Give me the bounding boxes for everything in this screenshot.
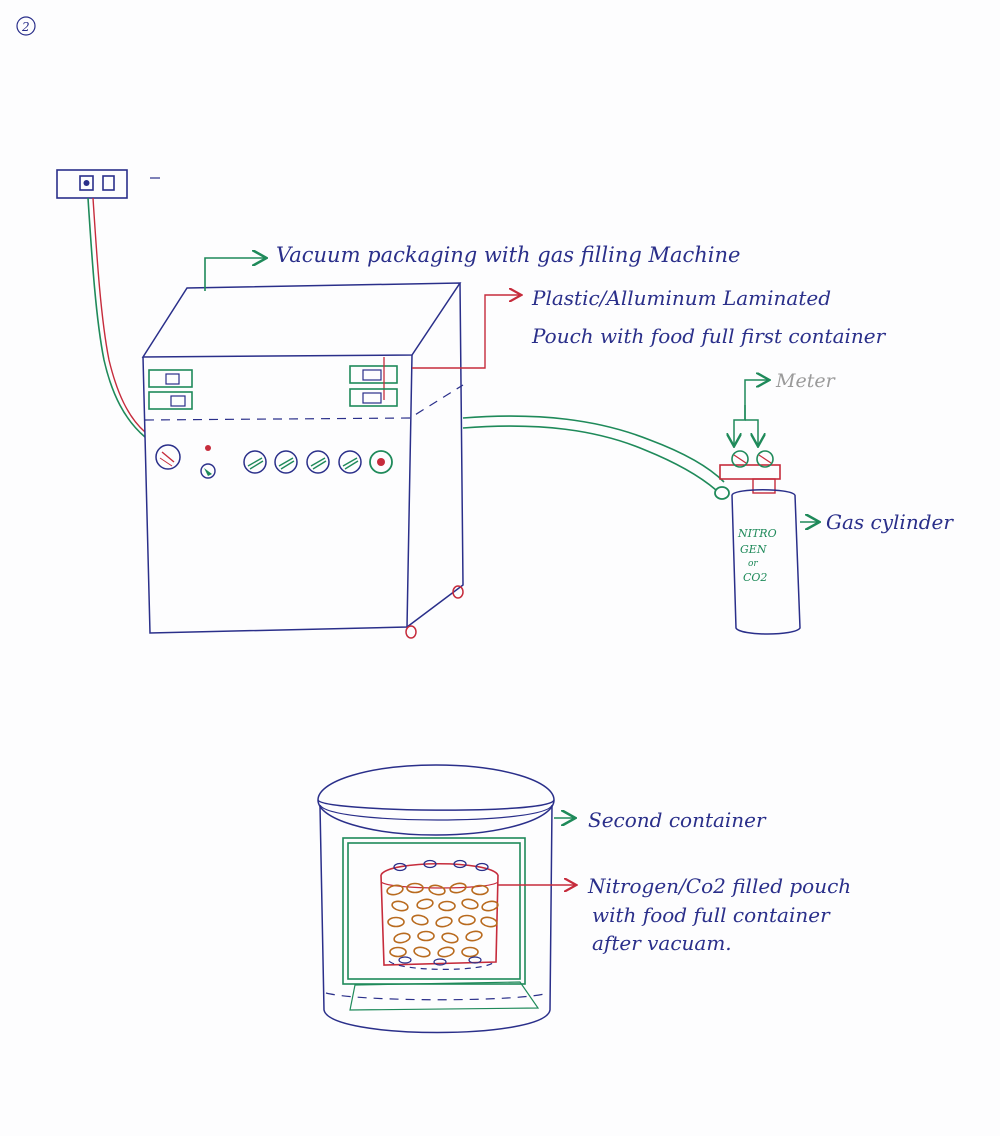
meter-pointer-arrows bbox=[734, 380, 768, 445]
filled-pouch-label-line2: with food full container bbox=[592, 903, 831, 927]
food-piece bbox=[411, 914, 429, 926]
first-container bbox=[381, 864, 498, 970]
wheel-front bbox=[406, 626, 416, 638]
control-knob-icon bbox=[244, 451, 266, 473]
control-knob-icon bbox=[307, 451, 329, 473]
pouch-label-line2: Pouch with food full first container bbox=[531, 324, 887, 348]
food-piece bbox=[388, 918, 404, 927]
wall-socket bbox=[57, 170, 160, 198]
pressure-gauge-icon bbox=[156, 445, 180, 469]
control-knob-icon bbox=[275, 451, 297, 473]
meter-label: Meter bbox=[775, 370, 837, 392]
food-piece bbox=[462, 948, 478, 957]
page-number: 2 bbox=[17, 17, 35, 35]
filled-pouch-label-line1: Nitrogen/Co2 filled pouch bbox=[587, 874, 851, 898]
food-piece bbox=[390, 948, 406, 957]
filled-pouch-label-line3: after vacuam. bbox=[592, 931, 732, 955]
food-piece bbox=[439, 902, 455, 911]
food-piece bbox=[459, 916, 475, 925]
food-piece bbox=[428, 884, 446, 896]
page-number-text: 2 bbox=[21, 20, 30, 34]
food-piece bbox=[418, 932, 434, 941]
switch-left-bottom bbox=[149, 392, 192, 409]
food-piece-bottom bbox=[399, 957, 411, 963]
gas-cylinder-label: Gas cylinder bbox=[826, 510, 954, 534]
switch-right-bottom bbox=[350, 389, 397, 406]
food-piece bbox=[386, 884, 404, 896]
switch-left-top bbox=[149, 370, 192, 387]
cylinder-text-4: CO2 bbox=[743, 571, 767, 584]
machine-label: Vacuum packaging with gas filling Machin… bbox=[276, 243, 740, 267]
gas-regulator bbox=[720, 451, 780, 493]
food-piece bbox=[480, 916, 498, 928]
indicator-light-icon bbox=[205, 445, 211, 451]
food-piece bbox=[393, 932, 411, 944]
food-piece bbox=[441, 932, 459, 944]
cylinder-text-3: or bbox=[748, 559, 758, 569]
small-knob-icon bbox=[201, 464, 215, 478]
cylinder-text-1: NITRO bbox=[737, 527, 777, 540]
food-piece bbox=[391, 900, 409, 912]
start-button-icon bbox=[370, 451, 392, 473]
food-piece bbox=[465, 930, 483, 942]
power-cable bbox=[88, 198, 145, 437]
gas-cylinder: NITRO GEN or CO2 bbox=[732, 490, 800, 634]
pouch-label-line1: Plastic/Alluminum Laminated bbox=[531, 286, 831, 310]
gas-hose bbox=[463, 416, 729, 499]
packaging-machine bbox=[143, 283, 463, 638]
food-pieces bbox=[386, 861, 499, 966]
food-piece bbox=[435, 916, 453, 928]
control-knob-icon bbox=[339, 451, 361, 473]
food-piece bbox=[461, 898, 479, 910]
food-piece bbox=[413, 946, 431, 958]
food-piece bbox=[416, 898, 434, 910]
food-piece bbox=[437, 946, 455, 958]
second-container-label: Second container bbox=[588, 808, 767, 832]
food-piece bbox=[481, 900, 499, 912]
cylinder-text-2: GEN bbox=[740, 543, 767, 556]
